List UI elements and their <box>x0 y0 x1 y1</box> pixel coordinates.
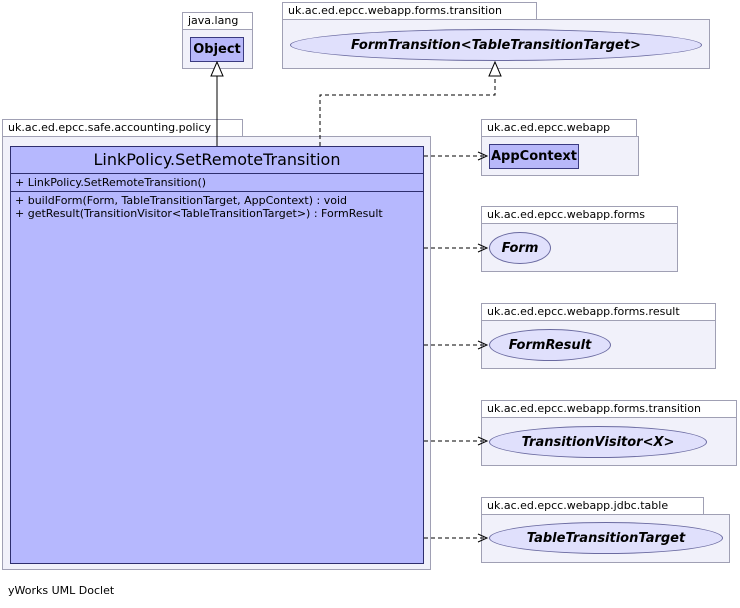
package-tab-forms: uk.ac.ed.epcc.webapp.forms <box>481 206 678 223</box>
footer-credit: yWorks UML Doclet <box>8 584 115 597</box>
package-tab-transition-top: uk.ac.ed.epcc.webapp.forms.transition <box>282 2 537 19</box>
package-tab-result: uk.ac.ed.epcc.webapp.forms.result <box>481 303 716 320</box>
dependency-edge-transition-visitor <box>424 436 489 446</box>
class-app-context[interactable]: AppContext <box>489 144 579 169</box>
dependency-edge-app-context <box>424 151 489 161</box>
dependency-edge-form <box>424 243 489 253</box>
package-tab-webapp: uk.ac.ed.epcc.webapp <box>481 119 637 136</box>
interface-table-transition-target[interactable]: TableTransitionTarget <box>489 522 723 554</box>
method-row: + getResult(TransitionVisitor<TableTrans… <box>15 207 383 220</box>
method-row: + buildForm(Form, TableTransitionTarget,… <box>15 194 347 207</box>
package-tab-policy: uk.ac.ed.epcc.safe.accounting.policy <box>2 119 243 136</box>
class-link-policy-set-remote-transition[interactable]: LinkPolicy.SetRemoteTransition + LinkPol… <box>10 146 424 564</box>
realization-edge <box>319 60 502 146</box>
dependency-edge-table-transition-target <box>424 533 489 543</box>
methods-compartment: + buildForm(Form, TableTransitionTarget,… <box>11 192 423 222</box>
constructor-row: + LinkPolicy.SetRemoteTransition() <box>15 176 207 189</box>
constructors-compartment: + LinkPolicy.SetRemoteTransition() <box>11 174 423 192</box>
interface-transition-visitor[interactable]: TransitionVisitor<X> <box>489 426 707 458</box>
interface-form-result[interactable]: FormResult <box>489 329 611 361</box>
package-tab-java-lang: java.lang <box>182 12 253 29</box>
package-tab-jdbc-table: uk.ac.ed.epcc.webapp.jdbc.table <box>481 497 704 514</box>
package-tab-transition: uk.ac.ed.epcc.webapp.forms.transition <box>481 400 737 417</box>
class-name: LinkPolicy.SetRemoteTransition <box>11 147 423 174</box>
interface-form-transition[interactable]: FormTransition<TableTransitionTarget> <box>290 29 702 61</box>
interface-form[interactable]: Form <box>489 232 551 264</box>
dependency-edge-form-result <box>424 340 489 350</box>
generalization-edge <box>210 60 224 146</box>
